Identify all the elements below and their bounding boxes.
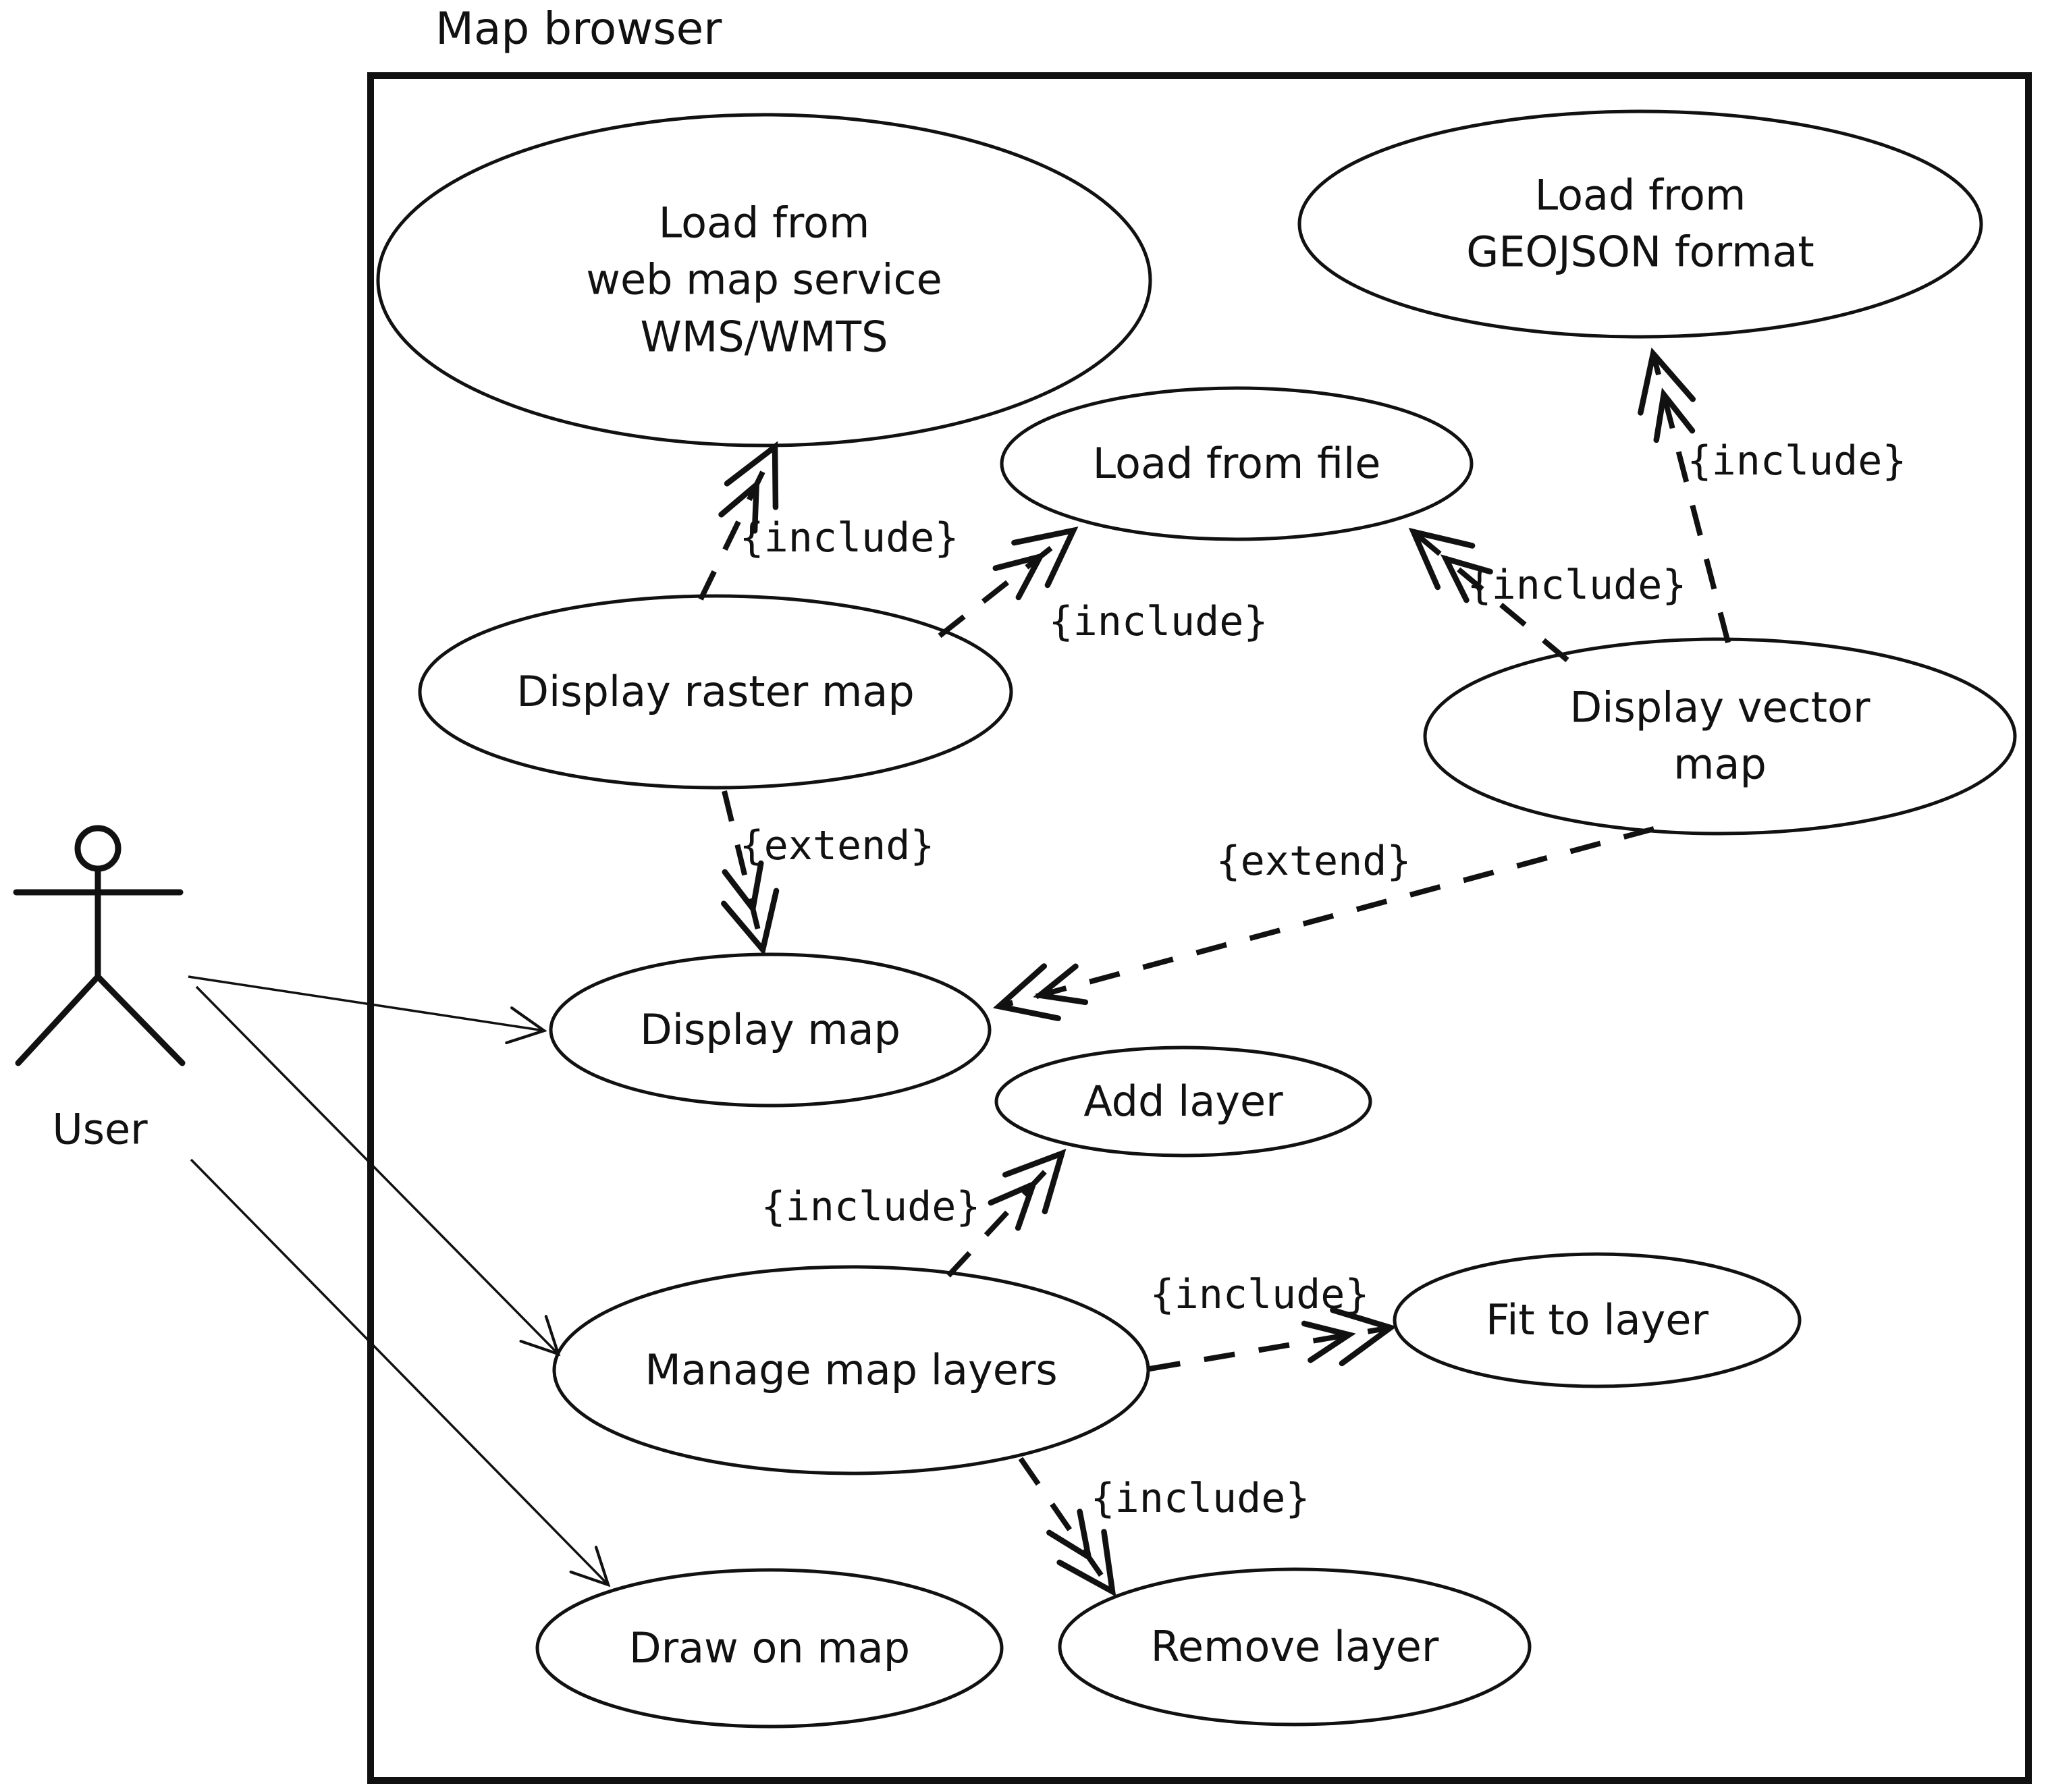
usecase-display-vector [1423,637,2017,836]
usecase-remove-layer [1058,1567,1532,1727]
edge-label-include-file-left: {include} [1048,598,1268,645]
edge-label-include-geojson: {include} [1687,437,1907,485]
edge-label-include-remove: {include} [1090,1475,1310,1522]
edge-label-include-fit: {include} [1150,1271,1370,1318]
edge-label-include-wms: {include} [739,514,959,562]
usecase-add-layer [994,1046,1372,1158]
edge-user-display-map [188,975,547,1045]
usecase-load-geojson [1297,109,1983,339]
edge-label-include-file-right: {include} [1467,562,1687,609]
usecase-load-file [1000,386,1474,541]
edge-vector-extend-display-map [992,826,1655,1021]
edge-manage-include-add-layer [946,1149,1067,1278]
edge-label-extend-vector: {extend} [1216,838,1411,885]
usecase-label-fit-layer: Fit to layer [1486,1295,1708,1345]
edge-raster-include-wms [698,441,779,601]
usecase-display-raster [418,594,1013,790]
usecase-label-load-file: Load from file [1092,438,1381,488]
edge-raster-include-file [938,526,1079,639]
edge-vector-include-file [1408,527,1569,663]
edge-manage-include-remove-layer [1018,1457,1116,1597]
usecase-label-load-wms: Load from web map service WMS/WMTS [586,198,942,362]
edge-vector-include-geojson [1638,347,1731,644]
usecase-label-remove-layer: Remove layer [1150,1621,1439,1671]
edge-user-manage-layers [195,985,561,1357]
actor-head [74,825,122,872]
actor-right-leg [95,973,186,1066]
usecase-label-display-vector: Display vector map [1569,682,1870,789]
usecase-draw-map [535,1568,1004,1729]
edge-user-draw-map [190,1158,611,1587]
diagram-title: Map browser [435,3,722,55]
edge-raster-extend-display-map [721,790,780,956]
edge-label-include-add: {include} [761,1183,981,1230]
user-actor-icon [13,825,186,1066]
usecase-label-display-map: Display map [640,1004,900,1054]
edge-label-extend-raster: {extend} [739,822,935,869]
usecase-label-add-layer: Add layer [1083,1076,1283,1126]
actor-label: User [52,1104,148,1154]
system-boundary-box [367,72,2032,1784]
actor-left-leg [15,973,101,1066]
usecase-label-manage-layers: Manage map layers [645,1345,1058,1394]
edge-manage-include-fit-layer [1149,1307,1397,1372]
usecase-manage-layers [552,1265,1150,1475]
usecase-label-display-raster: Display raster map [516,666,915,716]
usecase-label-load-geojson: Load from GEOJSON format [1466,170,1814,277]
usecase-label-draw-map: Draw on map [628,1623,911,1673]
